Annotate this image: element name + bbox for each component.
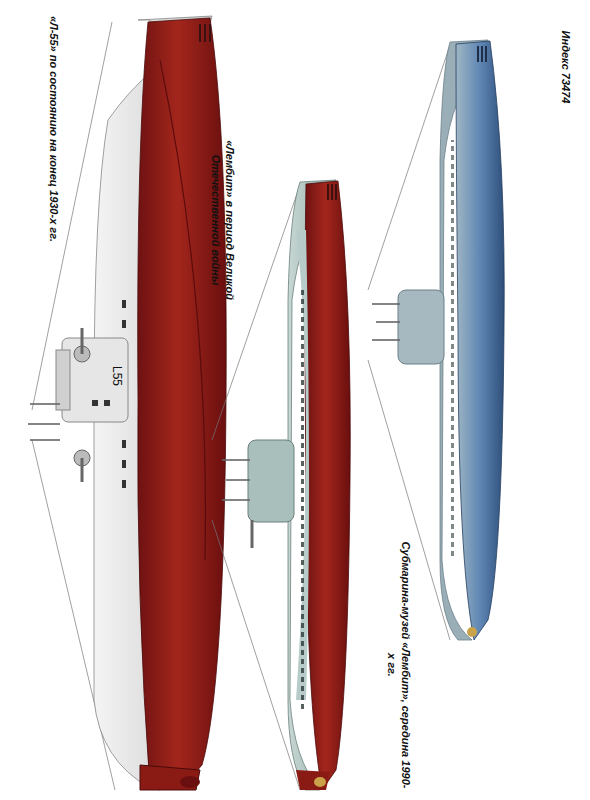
submarine-lembit-museum [368, 40, 504, 640]
caption-label: Субмарина-музей «Лембит», середина 1990-… [385, 540, 413, 790]
caption-label: «Лембит» в период Великой Отечественной … [209, 120, 237, 320]
caption-label: «Л-55» по состоянию на конец 1930-х гг. [46, 14, 60, 244]
index-label: Индекс 73474 [558, 12, 572, 122]
hull-number: L55 [109, 356, 124, 396]
